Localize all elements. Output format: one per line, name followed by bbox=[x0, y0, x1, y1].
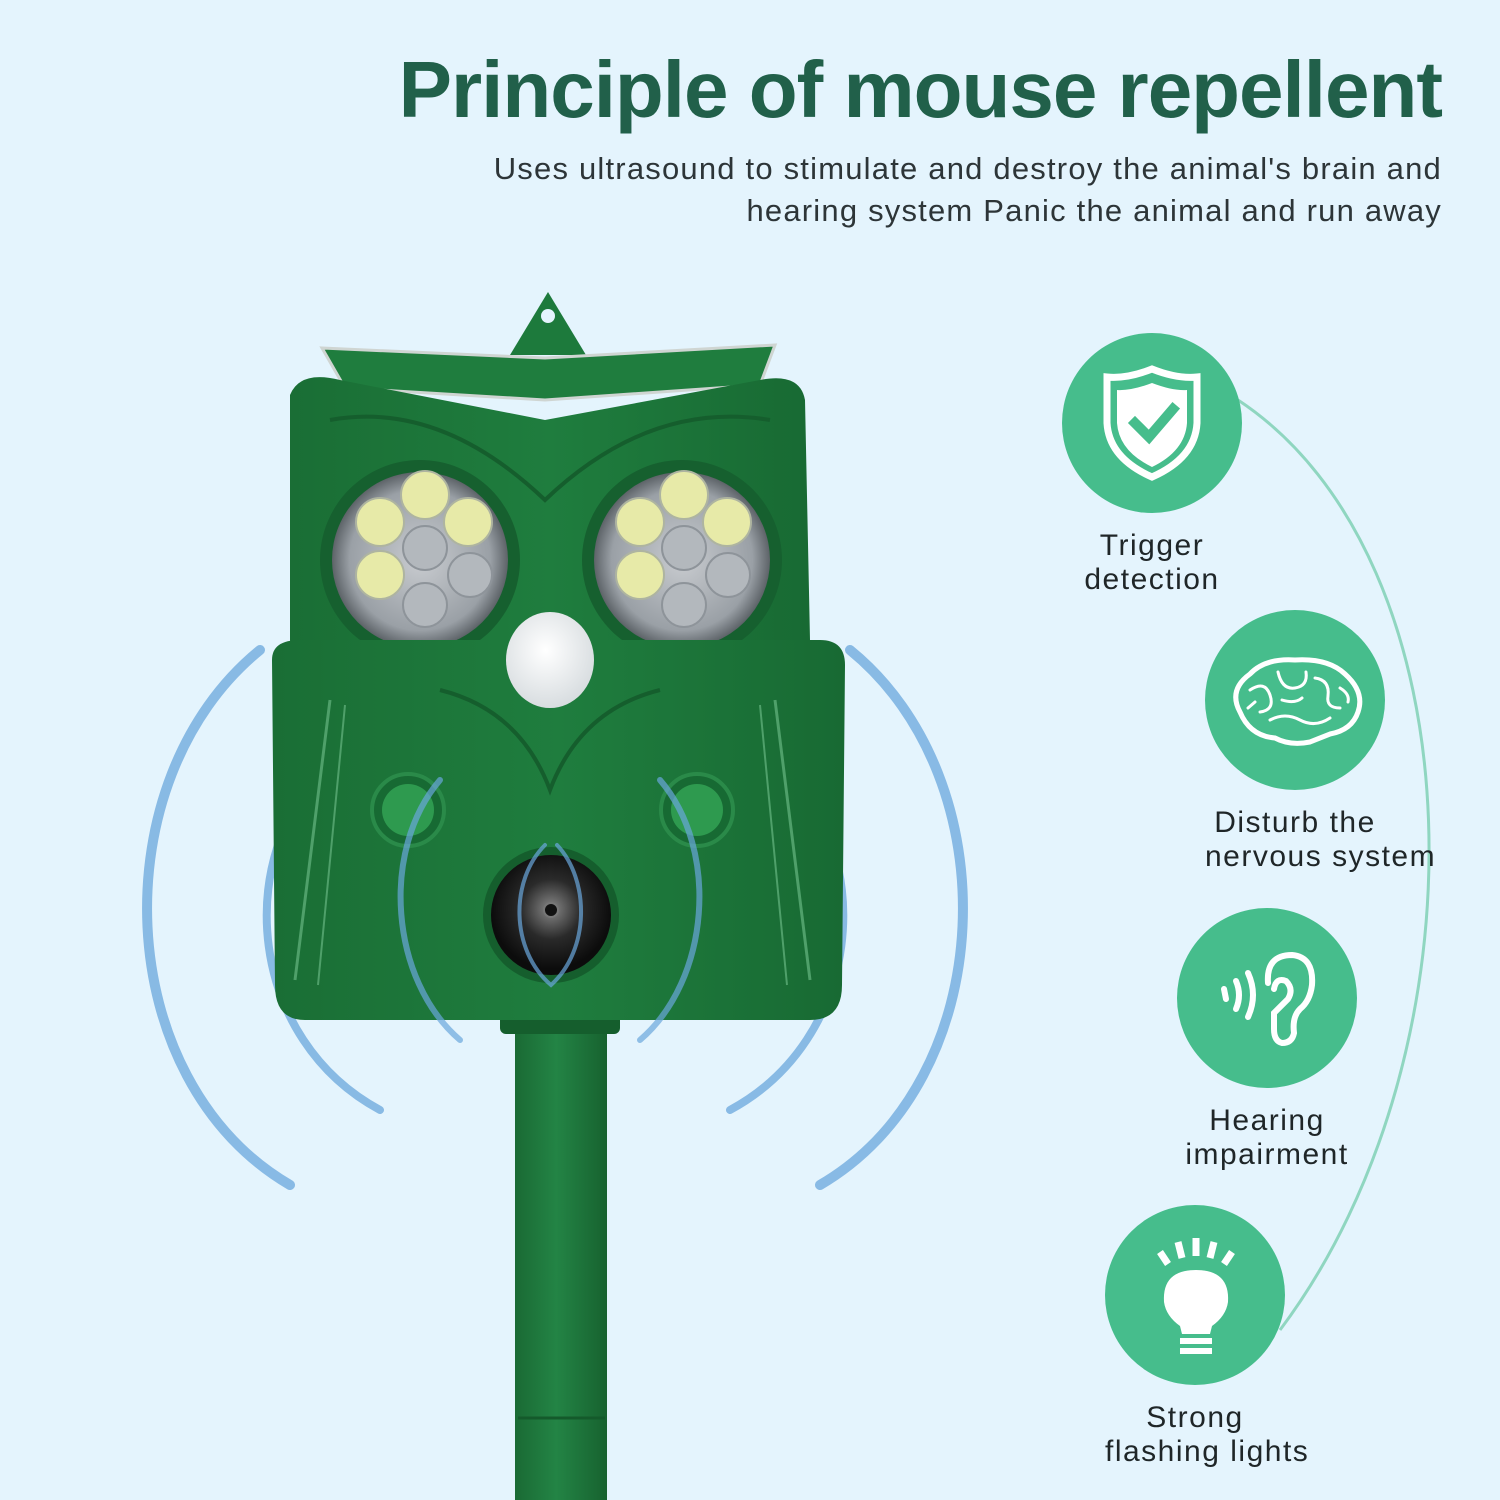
shield-check-icon bbox=[1103, 365, 1201, 481]
feature-circle bbox=[1105, 1205, 1285, 1385]
feature-circle bbox=[1177, 908, 1357, 1088]
feature-label: Strong flashing lights bbox=[1105, 1401, 1310, 1468]
product-image bbox=[142, 292, 968, 1500]
feature-trigger-detection: Trigger detection bbox=[1062, 333, 1242, 597]
subtitle-line-1: Uses ultrasound to stimulate and destroy… bbox=[493, 151, 1442, 186]
feature-disturb-nervous-system: Disturb the nervous system bbox=[1205, 610, 1437, 874]
led-eye-left bbox=[320, 460, 520, 660]
feature-circle bbox=[1062, 333, 1242, 513]
feature-label: Disturb the nervous system bbox=[1205, 806, 1437, 873]
feature-strong-flashing-lights: Strong flashing lights bbox=[1105, 1205, 1310, 1469]
feature-circle bbox=[1205, 610, 1385, 790]
subtitle-line-2: hearing system Panic the animal and run … bbox=[746, 193, 1442, 228]
page-title: Principle of mouse repellent bbox=[398, 45, 1443, 134]
lightbulb-icon bbox=[1157, 1238, 1235, 1354]
feature-hearing-impairment: Hearing impairment bbox=[1177, 908, 1357, 1172]
brain-icon bbox=[1233, 657, 1363, 746]
pir-sensor bbox=[506, 612, 594, 708]
ear-sound-icon bbox=[1221, 951, 1316, 1047]
feature-label: Hearing impairment bbox=[1185, 1104, 1349, 1171]
led-eye-right bbox=[582, 460, 782, 660]
page-subtitle: Uses ultrasound to stimulate and destroy… bbox=[342, 148, 1442, 232]
feature-label: Trigger detection bbox=[1084, 529, 1220, 596]
